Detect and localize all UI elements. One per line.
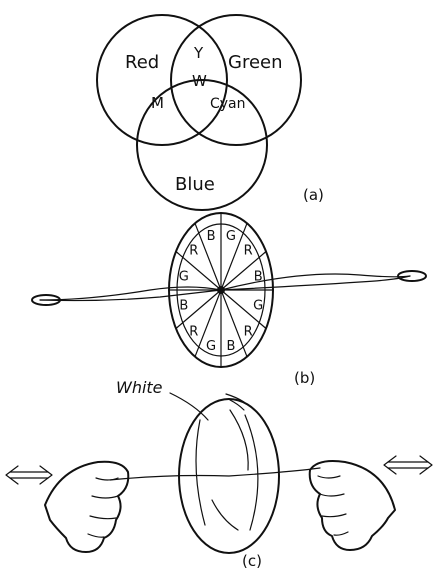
motion-streak-4 (211, 499, 239, 531)
string-loop-left (31, 294, 61, 306)
green-circle (170, 14, 302, 146)
motion-streak-1 (195, 419, 206, 526)
white-overlap-label: W (192, 72, 207, 90)
left-finger-line-4 (87, 533, 105, 538)
wheel-spoke (194, 289, 222, 358)
wheel-spoke (175, 289, 222, 330)
wheel-segment-label: R (244, 324, 253, 339)
right-pull-arrow (383, 455, 433, 475)
wheel-segment-label: G (179, 269, 189, 284)
wheel-segment-label: G (253, 299, 263, 314)
right-finger-line-1 (317, 475, 341, 479)
left-hand (44, 460, 130, 553)
motion-streak-2 (244, 414, 259, 531)
caption-b: (b) (294, 369, 315, 387)
venn-diagram: Red Green Blue Y W M Cyan (a) (96, 14, 324, 211)
wheel-string (31, 270, 427, 306)
wheel-segment-label: B (226, 339, 235, 354)
string-left-upper (39, 286, 222, 301)
blue-circle (136, 79, 268, 211)
spinning-wheel-scene: White (5, 378, 433, 554)
spin-mark-2 (225, 393, 245, 403)
left-pull-arrow (5, 465, 53, 485)
wheel-spoke (220, 289, 267, 330)
left-finger-line-2 (91, 495, 119, 499)
taut-string (109, 467, 321, 481)
wheel-segment-label: R (189, 324, 198, 339)
right-hand (308, 460, 396, 551)
motion-streak-3 (229, 409, 249, 471)
green-label: Green (228, 52, 283, 73)
red-circle (96, 14, 228, 146)
wheel-spokes (168, 212, 274, 368)
wheel-segment-label: B (254, 269, 263, 284)
wheel-segment-label: R (189, 244, 198, 259)
spin-mark-1 (229, 399, 245, 411)
caption-a: (a) (303, 186, 324, 204)
cyan-overlap-label: Cyan (210, 96, 246, 112)
wheel-spoke (194, 222, 222, 291)
wheel-segment-label: B (207, 229, 216, 244)
caption-c: (c) (242, 552, 262, 570)
right-finger-line-3 (321, 513, 347, 518)
left-finger-line-1 (95, 477, 119, 481)
wheel-segment-label: B (179, 299, 188, 314)
wheel-segment-label: R (244, 244, 253, 259)
string-right-lower (220, 275, 411, 291)
left-fist (44, 460, 130, 553)
blue-label: Blue (175, 174, 215, 195)
string-loop-right (397, 270, 427, 282)
wheel-spoke (220, 222, 248, 291)
left-finger-line-3 (89, 515, 117, 520)
magenta-overlap-label: M (151, 94, 164, 112)
right-finger-line-4 (333, 531, 349, 536)
string-right-upper (220, 273, 411, 291)
wheel-segment-label: G (226, 229, 236, 244)
string-left-lower (39, 289, 222, 302)
annotation-pointer (169, 392, 209, 421)
yellow-overlap-label: Y (193, 44, 204, 62)
red-label: Red (125, 52, 159, 73)
right-finger-line-2 (319, 493, 345, 497)
white-annotation: White (116, 378, 163, 397)
wheel-spoke (220, 289, 248, 358)
wheel-spoke (175, 250, 222, 291)
right-fist (308, 460, 396, 551)
wheel-segment-label: G (206, 339, 216, 354)
wheel-spoke (220, 250, 267, 291)
